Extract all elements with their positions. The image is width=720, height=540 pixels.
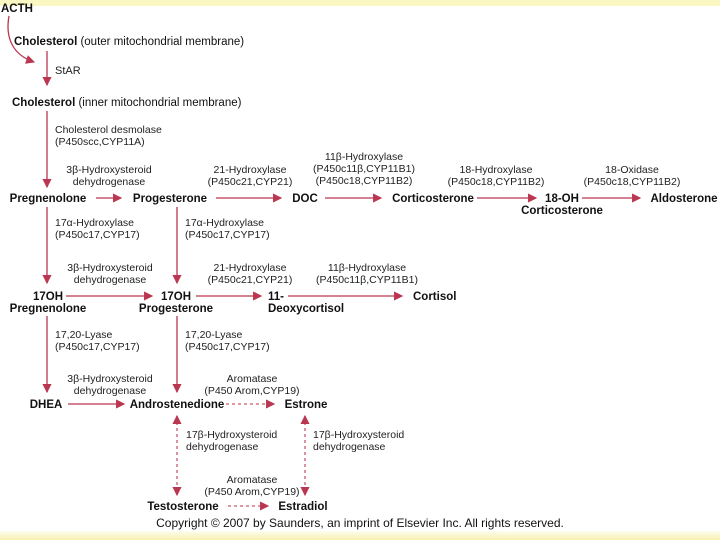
node-androstenedione: Androstenedione — [129, 399, 225, 411]
enzyme-line: 17α-Hydroxylase — [185, 217, 265, 229]
enzyme-1720-lyase-1: 17,20-Lyase (P450c17,CYP17) — [55, 329, 140, 353]
node-11-deoxycortisol-line1: 11- — [268, 291, 284, 303]
enzyme-line: 17β-Hydroxysteroid — [313, 429, 405, 441]
enzyme-line: 18-Hydroxylase — [459, 164, 533, 176]
enzyme-line: (P450c17,CYP17) — [55, 341, 140, 353]
enzyme-line: (P450scc,CYP11A) — [55, 136, 145, 148]
node-cholesterol-inner-bold: Cholesterol — [12, 97, 76, 109]
node-doc: DOC — [292, 193, 318, 205]
node-18oh-line1: 18-OH — [545, 193, 579, 205]
node-cholesterol-inner-rest: (inner mitochondrial membrane) — [75, 97, 242, 109]
enzyme-line: (P450c18,CYP11B2) — [583, 176, 681, 188]
node-cholesterol-outer: Cholesterol (outer mitochondrial membran… — [14, 36, 244, 48]
node-star: StAR — [55, 65, 81, 77]
enzyme-line: (P450c17,CYP17) — [185, 229, 270, 241]
node-17oh-progesterone: 17OH Progesterone — [139, 291, 213, 315]
enzyme-11b-hydroxylase-doc: 11β-Hydroxylase (P450c11β,CYP11B1) (P450… — [313, 151, 415, 187]
enzyme-line: (P450c11β,CYP11B1) — [313, 163, 415, 175]
node-11-deoxycortisol: 11- Deoxycortisol — [268, 291, 344, 315]
node-acth: ACTH — [1, 3, 33, 15]
enzyme-17b-hsd-1: 17β-Hydroxysteroid dehydrogenase — [186, 429, 277, 453]
enzyme-line: Aromatase — [226, 474, 278, 486]
enzyme-line: dehydrogenase — [73, 274, 147, 286]
node-18oh-line2: Corticosterone — [521, 205, 603, 217]
node-17oh-pregnenolone: 17OH Pregnenolone — [10, 291, 87, 315]
enzyme-17b-hsd-2: 17β-Hydroxysteroid dehydrogenase — [313, 429, 404, 453]
enzyme-18-oxidase: 18-Oxidase (P450c18,CYP11B2) — [584, 164, 681, 188]
node-corticosterone: Corticosterone — [392, 193, 474, 205]
enzyme-line: (P450c21,CYP21) — [207, 176, 293, 188]
top-yellow-bar — [0, 0, 720, 6]
enzyme-line: (P450 Arom,CYP19) — [204, 385, 300, 397]
node-17oh-pregnenolone-line2: Pregnenolone — [9, 303, 87, 315]
node-estradiol: Estradiol — [278, 501, 328, 513]
enzyme-line: 21-Hydroxylase — [213, 164, 287, 176]
node-17oh-pregnenolone-line1: 17OH — [32, 291, 64, 303]
enzyme-line: dehydrogenase — [313, 441, 386, 453]
node-cholesterol-outer-bold: Cholesterol — [14, 36, 78, 48]
enzyme-line: dehydrogenase — [72, 176, 146, 188]
node-cholesterol-outer-rest: (outer mitochondrial membrane) — [77, 36, 245, 48]
enzyme-17a-hydroxylase-1: 17α-Hydroxylase (P450c17,CYP17) — [55, 217, 140, 241]
enzyme-aromatase-1: Aromatase (P450 Arom,CYP19) — [204, 373, 299, 397]
enzyme-line: 17α-Hydroxylase — [55, 217, 135, 229]
enzyme-line: (P450c17,CYP17) — [55, 229, 140, 241]
enzyme-line: dehydrogenase — [73, 385, 147, 397]
enzyme-line: 3β-Hydroxysteroid — [67, 373, 153, 385]
enzyme-line: (P450c18,CYP11B2) — [447, 176, 545, 188]
enzyme-line: Aromatase — [226, 373, 278, 385]
node-estrone: Estrone — [284, 399, 328, 411]
enzyme-line: Cholesterol desmolase — [55, 124, 162, 136]
enzyme-3b-hsd-2: 3β-Hydroxysteroid dehydrogenase — [67, 262, 152, 286]
enzyme-line: 3β-Hydroxysteroid — [67, 262, 153, 274]
enzyme-21-hydroxylase-2: 21-Hydroxylase (P450c21,CYP21) — [208, 262, 293, 286]
enzyme-21-hydroxylase-1: 21-Hydroxylase (P450c21,CYP21) — [208, 164, 293, 188]
enzyme-cholesterol-desmolase: Cholesterol desmolase (P450scc,CYP11A) — [55, 124, 162, 148]
enzyme-3b-hsd-3: 3β-Hydroxysteroid dehydrogenase — [67, 373, 152, 397]
enzyme-11b-hydroxylase-cortisol: 11β-Hydroxylase (P450c11β,CYP11B1) — [316, 262, 418, 286]
node-18oh-corticosterone: 18-OH Corticosterone — [521, 193, 603, 217]
enzyme-line: 18-Oxidase — [605, 164, 659, 176]
enzyme-line: 21-Hydroxylase — [213, 262, 287, 274]
node-dhea: DHEA — [29, 399, 63, 411]
enzyme-line: dehydrogenase — [186, 441, 259, 453]
enzyme-aromatase-2: Aromatase (P450 Arom,CYP19) — [204, 474, 299, 498]
enzyme-line: 11β-Hydroxylase — [327, 262, 407, 274]
node-pregnenolone: Pregnenolone — [9, 193, 87, 205]
enzyme-18-hydroxylase: 18-Hydroxylase (P450c18,CYP11B2) — [448, 164, 545, 188]
node-cholesterol-inner: Cholesterol (inner mitochondrial membran… — [12, 97, 241, 109]
enzyme-line: (P450c17,CYP17) — [185, 341, 270, 353]
enzyme-1720-lyase-2: 17,20-Lyase (P450c17,CYP17) — [185, 329, 270, 353]
enzyme-line: (P450c11β,CYP11B1) — [316, 274, 418, 286]
enzyme-3b-hsd-1: 3β-Hydroxysteroid dehydrogenase — [66, 164, 151, 188]
node-progesterone: Progesterone — [132, 193, 208, 205]
enzyme-line: 17,20-Lyase — [185, 329, 243, 341]
enzyme-line: 17,20-Lyase — [55, 329, 113, 341]
bottom-yellow-bar — [0, 531, 720, 540]
node-cortisol: Cortisol — [413, 291, 457, 303]
enzyme-line: 11β-Hydroxylase — [324, 151, 404, 163]
enzyme-line: (P450c18,CYP11B2) — [315, 175, 413, 187]
copyright-notice: Copyright © 2007 by Saunders, an imprint… — [156, 516, 564, 530]
enzyme-17a-hydroxylase-2: 17α-Hydroxylase (P450c17,CYP17) — [185, 217, 270, 241]
enzyme-line: (P450c21,CYP21) — [207, 274, 293, 286]
node-aldosterone: Aldosterone — [650, 193, 718, 205]
node-17oh-progesterone-line2: Progesterone — [138, 303, 214, 315]
enzyme-line: (P450 Arom,CYP19) — [204, 486, 300, 498]
node-testosterone: Testosterone — [147, 501, 219, 513]
node-17oh-progesterone-line1: 17OH — [160, 291, 192, 303]
node-11-deoxycortisol-line2: Deoxycortisol — [268, 303, 345, 315]
enzyme-line: 3β-Hydroxysteroid — [66, 164, 152, 176]
enzyme-line: 17β-Hydroxysteroid — [186, 429, 278, 441]
